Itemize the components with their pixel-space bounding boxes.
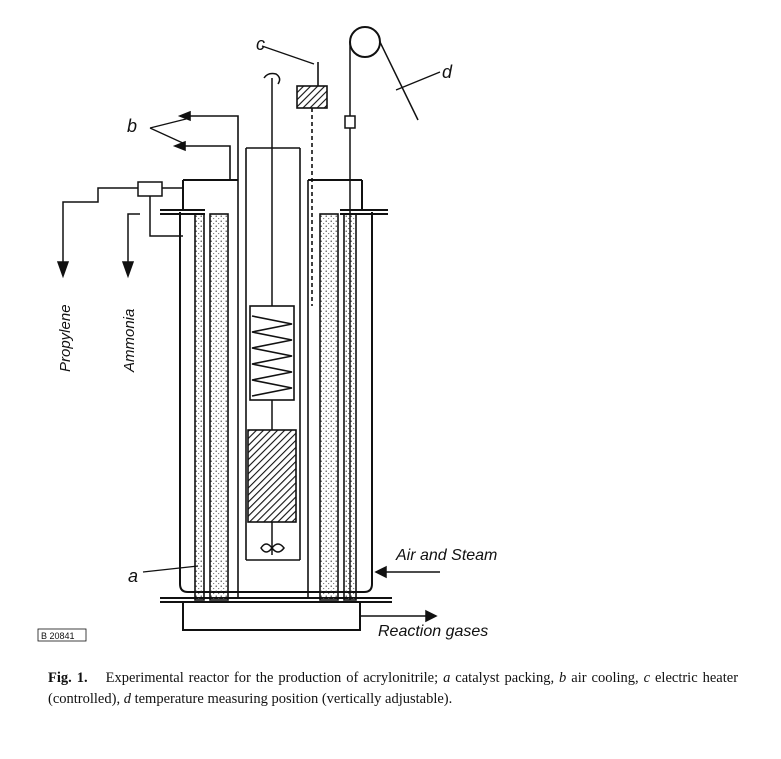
caption-title: Experimental reactor for the production … xyxy=(105,670,439,686)
stamp-text: B 20841 xyxy=(41,631,75,641)
catalyst-packing xyxy=(194,180,357,601)
diagram-labels: c d b a Air and Steam Reaction gases Pro… xyxy=(57,34,497,640)
gas-ports xyxy=(360,565,440,623)
caption-key-c: c xyxy=(643,670,651,686)
figure-caption: Fig. 1. Experimental reactor for the prod… xyxy=(48,668,738,710)
label-ammonia: Ammonia xyxy=(121,309,138,373)
air-cooling-lines xyxy=(172,110,239,180)
figure-stamp: B 20841 xyxy=(37,628,87,642)
label-air-steam: Air and Steam xyxy=(395,547,497,564)
caption-text-a: catalyst packing, xyxy=(450,670,560,686)
leader-lines xyxy=(142,45,441,573)
feed-lines xyxy=(56,181,183,279)
label-a: a xyxy=(128,566,138,586)
caption-text-b: air cooling, xyxy=(566,670,644,686)
caption-key-d: d xyxy=(123,691,131,707)
label-propylene: Propylene xyxy=(57,304,74,372)
caption-key-b: b xyxy=(559,670,567,686)
caption-key-a: a xyxy=(443,670,451,686)
caption-text-c: electric heater (controlled), xyxy=(48,670,739,707)
electric-heater xyxy=(247,62,328,523)
label-c: c xyxy=(256,34,265,54)
label-reaction-gases: Reaction gases xyxy=(378,623,488,640)
label-d: d xyxy=(442,62,453,82)
caption-text-d: temperature measuring position (vertical… xyxy=(130,691,453,707)
caption-fig-number: Fig. 1. xyxy=(48,670,88,686)
reactor-diagram: c d b a Air and Steam Reaction gases Pro… xyxy=(37,26,497,642)
central-tube xyxy=(245,147,301,561)
thermocouple-assembly xyxy=(344,26,419,600)
label-b: b xyxy=(127,116,137,136)
